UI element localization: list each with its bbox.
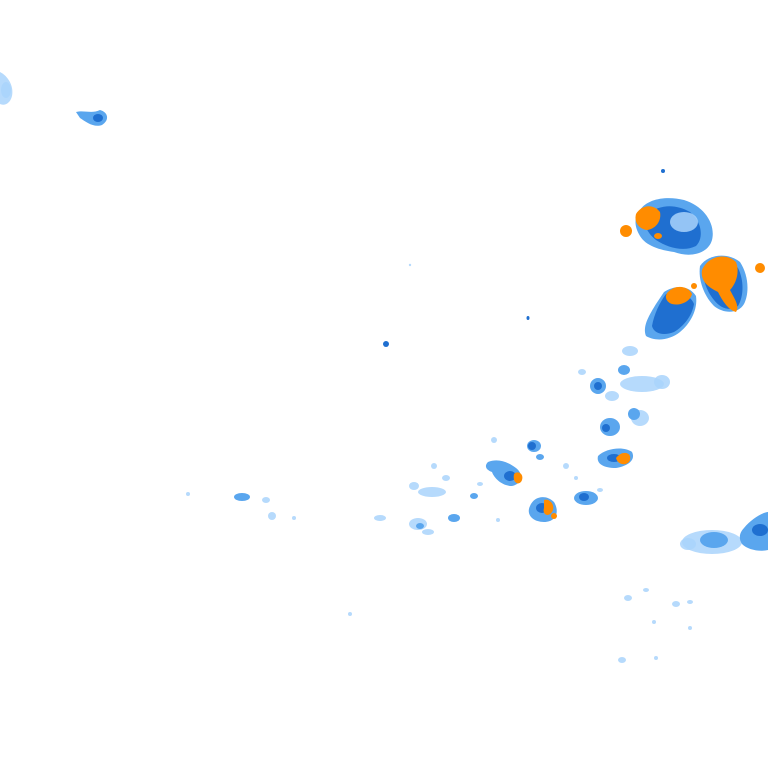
echo-dk-13	[579, 493, 589, 501]
echo-or-0	[635, 206, 661, 230]
cell-scattered-south	[348, 588, 693, 663]
cell-storm-upper	[620, 169, 713, 255]
echo-lt-7	[605, 391, 619, 401]
echo-lt-30	[643, 588, 649, 592]
echo-dk-7	[594, 382, 602, 390]
cell-cluster-lower	[485, 460, 603, 522]
echo-dk-0	[93, 114, 103, 122]
echo-lt-1	[1, 82, 11, 98]
cell-storm-middle	[644, 283, 697, 340]
echo-lt-24	[292, 516, 296, 520]
echo-lt-25	[186, 492, 190, 496]
echo-lt-21	[422, 529, 434, 535]
cell-nw-small	[76, 110, 108, 126]
echo-lt-29	[624, 595, 632, 601]
echo-lt-3	[408, 263, 412, 267]
echo-dk-14	[752, 524, 768, 536]
echo-lt-28	[680, 538, 696, 550]
cell-cluster-central	[491, 346, 670, 468]
echo-lt-13	[597, 488, 603, 492]
echo-lt-6	[654, 375, 670, 389]
echo-lt-10	[491, 437, 497, 443]
echo-lt-17	[431, 463, 437, 469]
echo-lt-11	[563, 463, 569, 469]
echo-dk-8	[602, 424, 610, 432]
echo-lt-14	[418, 487, 446, 497]
echo-lt-2	[670, 212, 698, 232]
echo-dk-11	[504, 471, 516, 481]
cell-storm-right	[699, 255, 765, 312]
echo-or-6	[691, 283, 697, 289]
echo-lt-18	[477, 482, 483, 486]
echo-lt-35	[618, 657, 626, 663]
echo-md-14	[470, 493, 478, 499]
echo-md-16	[416, 523, 424, 529]
echo-dk-5	[383, 341, 389, 347]
echo-md-10	[536, 454, 544, 460]
echo-lt-36	[654, 656, 658, 660]
cell-nw-edge	[0, 72, 13, 105]
echo-or-10	[551, 513, 557, 519]
echo-lt-5	[620, 376, 664, 392]
echo-lt-23	[268, 512, 276, 520]
echo-or-7	[616, 452, 631, 465]
echo-dk-10	[528, 442, 536, 450]
cell-dot-center	[383, 263, 530, 347]
echo-or-5	[665, 286, 692, 305]
echo-md-17	[234, 493, 250, 501]
echo-lt-4	[622, 346, 638, 356]
echo-or-1	[620, 225, 632, 237]
echo-lt-8	[578, 369, 586, 375]
echo-lt-34	[688, 626, 692, 630]
echo-or-9	[543, 499, 554, 515]
echo-dk-2	[661, 169, 665, 173]
echo-lt-37	[348, 612, 352, 616]
echo-lt-31	[672, 601, 680, 607]
echo-lt-16	[442, 475, 450, 481]
echo-lt-33	[652, 620, 656, 624]
echo-lt-15	[409, 482, 419, 490]
echo-md-18	[700, 532, 728, 548]
echo-lt-20	[374, 515, 386, 521]
echo-or-4	[755, 263, 765, 273]
cell-east-edge	[680, 512, 768, 554]
echo-lt-32	[687, 600, 693, 604]
echo-md-4	[618, 365, 630, 375]
echo-or-2	[654, 233, 662, 239]
cell-scattered-west	[186, 463, 500, 535]
echo-lt-26	[496, 518, 500, 522]
echo-md-15	[448, 514, 460, 522]
echo-dk-6	[526, 316, 530, 320]
echo-lt-22	[262, 497, 270, 503]
echo-lt-12	[574, 476, 578, 480]
echo-or-8	[513, 472, 523, 484]
echo-or-3	[701, 256, 738, 312]
echo-md-7	[628, 408, 640, 420]
